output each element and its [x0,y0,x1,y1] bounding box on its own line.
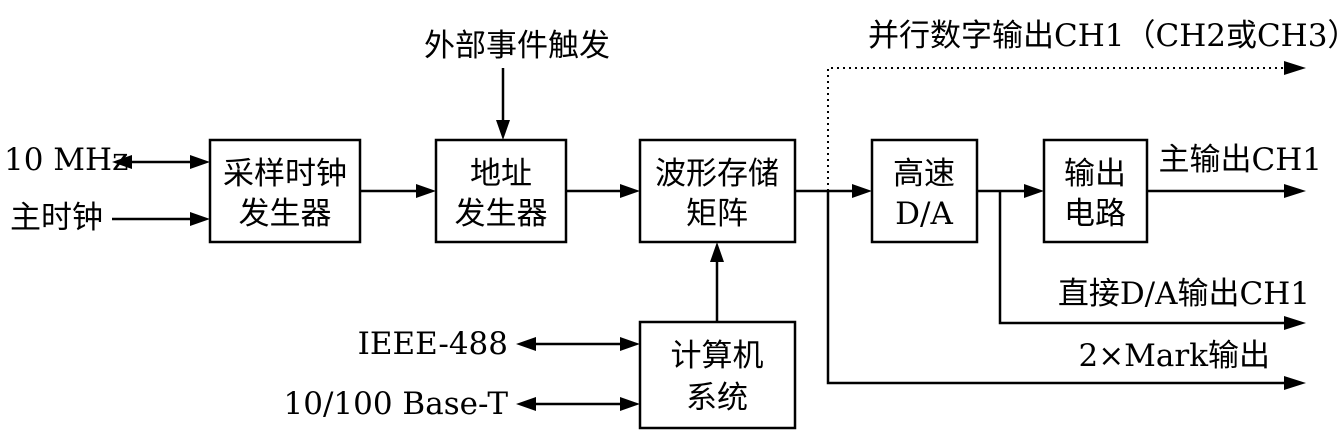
main-output-arrow [1147,184,1306,198]
main-clock-arrow [112,212,210,226]
clock-to-address-arrow [360,184,436,198]
high-speed-da-label-line2: D/A [895,196,953,232]
direct-da-output-label: 直接D/A输出CH1 [1058,276,1310,312]
sample-clock-generator-block: 采样时钟 发生器 [208,138,362,244]
waveform-memory-label-line2: 矩阵 [686,196,748,232]
ref-10mhz-bidirectional-arrow [112,155,210,169]
sample-clock-label-line2: 发生器 [239,196,332,232]
external-trigger-label: 外部事件触发 [424,28,610,64]
ieee488-label: IEEE-488 [358,326,508,362]
computer-to-memory-arrow [710,242,724,322]
ieee488-bidirectional-arrow [516,337,640,351]
computer-system-label-line2: 系统 [686,380,748,416]
computer-system-block: 计算机 系统 [638,320,797,430]
high-speed-da-label-line1: 高速 [893,156,955,192]
waveform-memory-label-line1: 波形存储 [655,156,779,192]
high-speed-da-block: 高速 D/A [870,138,979,244]
main-clock-label: 主时钟 [10,200,103,236]
waveform-memory-block: 波形存储 矩阵 [638,138,797,244]
address-generator-label-line1: 地址 [470,156,532,192]
output-circuit-block: 输出 电路 [1042,138,1149,244]
da-to-output-circuit-arrow [977,184,1044,198]
parallel-digital-output-dotted-arrow [827,61,1306,191]
sample-clock-label-line1: 采样时钟 [223,156,347,192]
address-to-memory-arrow [566,184,640,198]
computer-system-label-line1: 计算机 [671,338,764,374]
output-circuit-label-line2: 电路 [1064,196,1126,232]
memory-to-da-arrow [795,184,872,198]
mark-output-arrow [826,191,1306,390]
ethernet-bidirectional-arrow [516,397,640,411]
external-trigger-arrow [496,68,510,140]
address-generator-label-line2: 发生器 [455,196,548,232]
mark-output-label: 2×Mark输出 [1078,338,1270,374]
main-output-label: 主输出CH1 [1159,142,1322,178]
ethernet-label: 10/100 Base-T [284,386,509,422]
parallel-digital-output-label: 并行数字输出CH1（CH2或CH3） [868,18,1340,54]
ref-10mhz-label: 10 MHz [4,142,128,178]
direct-da-output-arrow [998,191,1306,330]
address-generator-block: 地址 发生器 [434,138,568,244]
output-circuit-label-line1: 输出 [1064,156,1126,192]
